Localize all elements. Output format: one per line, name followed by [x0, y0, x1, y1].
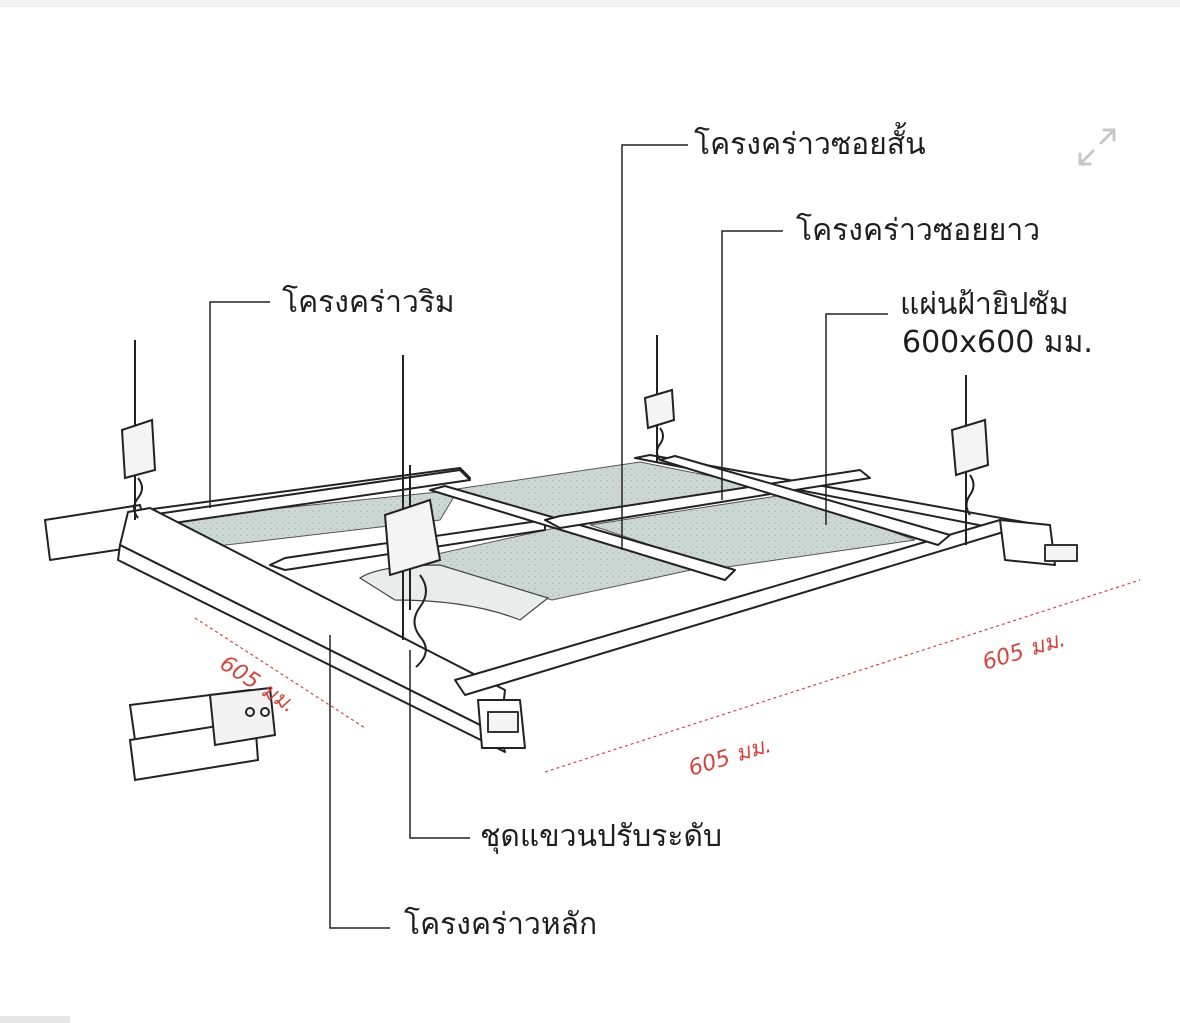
expand-arrows-icon[interactable] — [1074, 124, 1120, 170]
bottom-tab — [0, 1016, 70, 1023]
cross-tee-2 — [429, 485, 736, 581]
leader-cross-tee-short — [621, 144, 688, 550]
grid-frame — [44, 454, 1078, 753]
label-board-line1: แผ่นฝ้ายิปซัม — [900, 287, 1069, 322]
cross-tee-3 — [544, 469, 871, 529]
leader-wall-angle — [209, 301, 270, 508]
hangers — [120, 335, 990, 668]
label-hanger-set: ชุดแขวนปรับระดับ — [480, 819, 722, 854]
label-cross-tee-short: โครงคร่าวซอยสั้น — [694, 127, 926, 162]
hanger-clip-3 — [643, 388, 676, 430]
top-divider — [0, 0, 1180, 7]
main-tee-flange — [117, 544, 506, 753]
label-board-line2: 600x600 มม. — [902, 325, 1093, 360]
hanger-clip-2 — [383, 498, 442, 577]
label-cross-tee-long: โครงคร่าวซอยยาว — [796, 213, 1041, 248]
leader-cross-tee-long — [721, 230, 783, 500]
hanger-clip-4 — [950, 418, 990, 477]
main-tee-splice-detail — [128, 686, 277, 782]
right-end-cap — [999, 519, 1056, 566]
right-connector — [1044, 544, 1078, 562]
cross-tee-4 — [659, 455, 951, 546]
leader-main-tee — [329, 635, 390, 929]
label-main-tee: โครงคร่าวหลัก — [404, 907, 598, 942]
dimension-lines — [194, 579, 1141, 773]
front-connector — [487, 711, 519, 733]
expand-arrows-icon-svg — [1078, 128, 1116, 166]
hanger-clip-1 — [120, 418, 157, 480]
leader-board — [825, 313, 888, 525]
panel-tilted — [358, 564, 550, 621]
leader-hanger — [409, 650, 470, 839]
label-wall-angle: โครงคร่าวริม — [282, 285, 455, 320]
leader-lines — [209, 144, 888, 929]
